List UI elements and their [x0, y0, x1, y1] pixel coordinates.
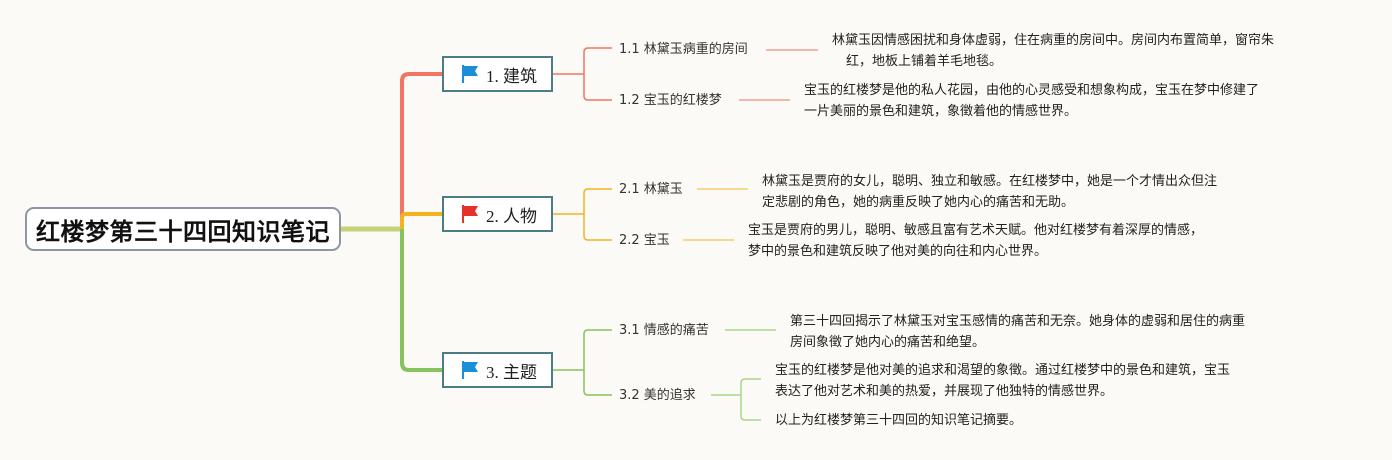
branch-architecture[interactable]: 1. 建筑	[442, 56, 553, 92]
note-line: 红，地板上铺着羊毛地毯。	[846, 54, 1003, 69]
branch2-connector	[400, 212, 442, 229]
note-text[interactable]: 第三十四回揭示了林黛玉对宝玉感情的痛苦和无奈。她身体的虚弱和居住的病重 房间象徵…	[790, 311, 1245, 353]
note-line: 宝玉的红楼梦是他的私人花园，由他的心灵感受和想象构成，宝玉在梦中修建了	[804, 83, 1260, 98]
leaf-topic[interactable]: 3.2 美的追求	[619, 387, 696, 405]
note-line: 宝玉是贾府的男儿，聪明、敏感且富有艺术天赋。他对红楼梦有着深厚的情感，	[748, 223, 1204, 238]
branch-themes[interactable]: 3. 主题	[442, 352, 553, 388]
branch-characters[interactable]: 2. 人物	[442, 196, 553, 232]
blue-flag-icon	[460, 360, 480, 380]
root-title: 红楼梦第三十四回知识笔记	[36, 217, 330, 246]
leaf-label: 1.2 宝玉的红楼梦	[619, 93, 722, 108]
root-topic[interactable]: 红楼梦第三十四回知识笔记	[25, 207, 341, 251]
note-line: 宝玉的红楼梦是他对美的追求和渴望的象徵。通过红楼梦中的景色和建筑，宝玉	[775, 363, 1231, 378]
note-text[interactable]: 林黛玉是贾府的女儿，聪明、独立和敏感。在红楼梦中，她是一个才情出众但注 定悲剧的…	[762, 171, 1217, 213]
leaf-topic[interactable]: 2.2 宝玉	[619, 232, 670, 250]
branch-label: 3. 主题	[486, 362, 537, 382]
note-line: 梦中的景色和建筑反映了他对美的向往和内心世界。	[748, 244, 1048, 259]
leaf-topic[interactable]: 3.1 情感的痛苦	[619, 322, 709, 340]
leaf-label: 1.1 林黛玉病重的房间	[619, 42, 748, 57]
note-line: 房间象徵了她内心的痛苦和绝望。	[790, 335, 986, 350]
branch-label: 1. 建筑	[486, 66, 537, 86]
branch-label: 2. 人物	[486, 206, 537, 226]
blue-flag-icon	[460, 64, 480, 84]
note-line: 第三十四回揭示了林黛玉对宝玉感情的痛苦和无奈。她身体的虚弱和居住的病重	[790, 314, 1246, 329]
leaf-label: 3.2 美的追求	[619, 388, 696, 403]
leaf-topic[interactable]: 1.1 林黛玉病重的房间	[619, 41, 748, 59]
leaf-label: 2.2 宝玉	[619, 233, 670, 248]
note-text[interactable]: 宝玉的红楼梦是他的私人花园，由他的心灵感受和想象构成，宝玉在梦中修建了 一片美丽…	[804, 80, 1259, 122]
leaf-topic[interactable]: 1.2 宝玉的红楼梦	[619, 92, 722, 110]
note-text[interactable]: 以上为红楼梦第三十四回的知识笔记摘要。	[775, 410, 1022, 431]
branch1-connector	[400, 72, 442, 229]
note-line: 林黛玉因情感困扰和身体虚弱，住在病重的房间中。房间内布置简单，窗帘朱	[832, 33, 1275, 48]
note-text[interactable]: 林黛玉因情感困扰和身体虚弱，住在病重的房间中。房间内布置简单，窗帘朱 红，地板上…	[832, 30, 1274, 72]
branch3-connector	[400, 229, 442, 372]
note-text[interactable]: 宝玉的红楼梦是他对美的追求和渴望的象徵。通过红楼梦中的景色和建筑，宝玉 表达了他…	[775, 360, 1230, 402]
note-line: 表达了他对艺术和美的热爱，并展现了他独特的情感世界。	[775, 384, 1114, 399]
red-flag-icon	[460, 204, 480, 224]
leaf-label: 3.1 情感的痛苦	[619, 323, 709, 338]
note-line: 以上为红楼梦第三十四回的知识笔记摘要。	[775, 413, 1023, 428]
leaf-topic[interactable]: 2.1 林黛玉	[619, 181, 683, 199]
note-text[interactable]: 宝玉是贾府的男儿，聪明、敏感且富有艺术天赋。他对红楼梦有着深厚的情感， 梦中的景…	[748, 220, 1203, 262]
note-line: 林黛玉是贾府的女儿，聪明、独立和敏感。在红楼梦中，她是一个才情出众但注	[762, 174, 1218, 189]
note-line: 定悲剧的角色，她的病重反映了她内心的痛苦和无助。	[762, 195, 1075, 210]
leaf-label: 2.1 林黛玉	[619, 182, 683, 197]
note-line: 一片美丽的景色和建筑，象徵着他的情感世界。	[804, 104, 1078, 119]
